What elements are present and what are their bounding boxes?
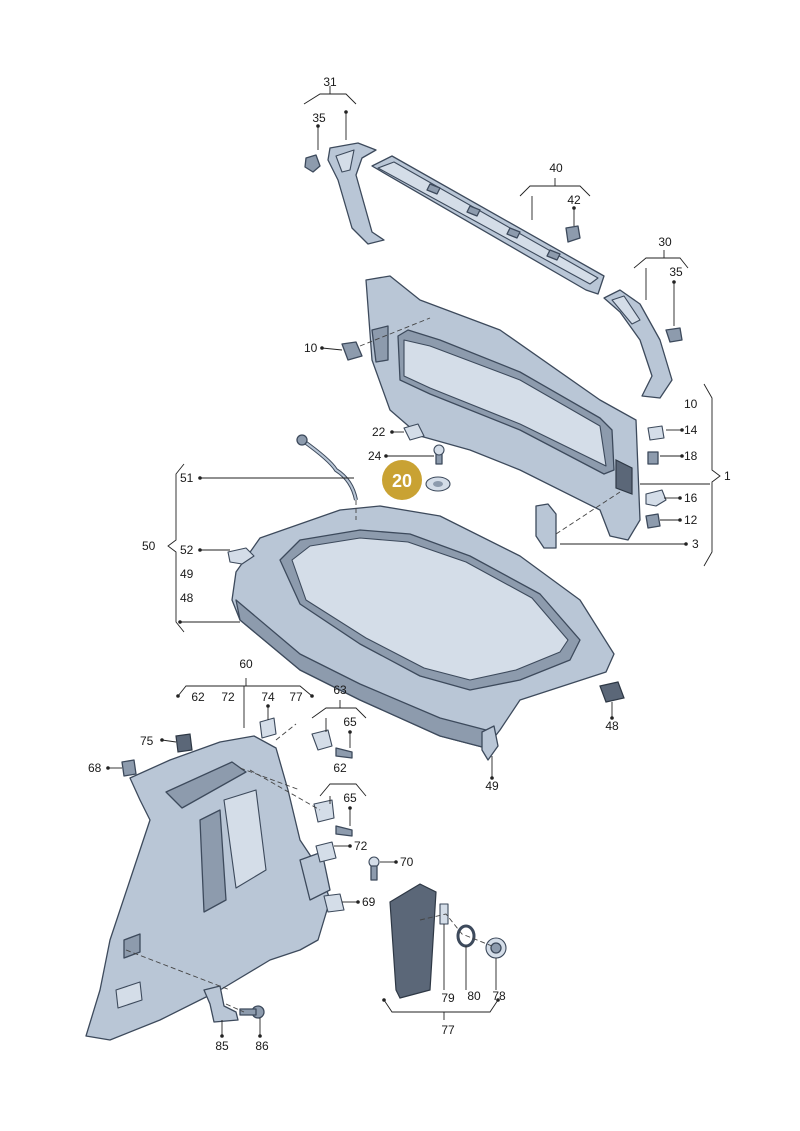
label-85: 85 (215, 1039, 229, 1053)
bracket-48[interactable] (599, 681, 625, 703)
cable-51[interactable] (296, 434, 358, 501)
label-18: 18 (684, 449, 698, 463)
cover-77[interactable] (389, 883, 437, 999)
cap-78[interactable] (485, 937, 507, 959)
label-3: 3 (692, 537, 699, 551)
pillar-trim-31[interactable] (327, 142, 385, 245)
support-49[interactable] (481, 725, 499, 761)
label-24: 24 (368, 449, 382, 463)
label-80: 80 (467, 989, 481, 1003)
label-1: 1 (724, 469, 731, 483)
label-35-left: 35 (312, 111, 326, 125)
label-78: 78 (492, 989, 506, 1003)
parcel-shelf[interactable] (231, 505, 615, 749)
clip-12[interactable] (645, 513, 661, 529)
label-77-bottom: 77 (441, 1023, 455, 1037)
label-69: 69 (362, 895, 376, 909)
label-75: 75 (140, 734, 154, 748)
tailgate-trim-panel[interactable] (365, 275, 641, 541)
clip-68[interactable] (121, 759, 137, 777)
leader-lines (108, 86, 721, 1036)
label-65-lower: 65 (343, 791, 357, 805)
label-60: 60 (239, 657, 253, 671)
cover-3[interactable] (535, 503, 557, 549)
label-70: 70 (400, 855, 414, 869)
label-63: 63 (333, 683, 347, 697)
part-labels: 31 35 40 42 30 35 10 10 14 18 1 16 12 3 … (88, 75, 731, 1053)
screw-24[interactable] (433, 444, 445, 465)
bracket-85[interactable] (203, 985, 239, 1023)
label-40: 40 (549, 161, 563, 175)
side-trim-panel[interactable] (85, 735, 331, 1041)
label-52: 52 (180, 543, 194, 557)
label-68: 68 (88, 761, 102, 775)
assembly-lines (125, 317, 621, 1013)
clip-14[interactable] (647, 425, 665, 441)
clip-18[interactable] (647, 451, 659, 465)
label-51: 51 (180, 471, 194, 485)
label-31: 31 (323, 75, 337, 89)
label-72-mid: 72 (354, 839, 368, 853)
label-65-upper: 65 (343, 715, 357, 729)
highlight-label: 20 (392, 471, 412, 491)
clip-72-lower[interactable] (315, 841, 337, 863)
label-62-top: 62 (191, 690, 205, 704)
clip-35-right[interactable] (665, 327, 683, 343)
clip-35-left[interactable] (304, 154, 321, 173)
label-10-left: 10 (304, 341, 318, 355)
label-22: 22 (372, 425, 386, 439)
label-16: 16 (684, 491, 698, 505)
label-30: 30 (658, 235, 672, 249)
screw-86[interactable] (239, 1005, 265, 1019)
label-79: 79 (441, 991, 455, 1005)
clip-42[interactable] (565, 225, 581, 243)
upper-trim-40[interactable] (371, 155, 605, 295)
bracket-52[interactable] (227, 547, 255, 565)
clip-10[interactable] (341, 341, 363, 361)
label-49-left: 49 (180, 567, 194, 581)
label-10-right: 10 (684, 397, 698, 411)
pillar-trim-30[interactable] (603, 289, 673, 399)
label-14: 14 (684, 423, 698, 437)
nut-20[interactable] (425, 476, 451, 492)
clip-62-upper[interactable] (311, 729, 333, 751)
clip-75[interactable] (175, 733, 193, 753)
clip-22[interactable] (403, 423, 425, 441)
label-35-right: 35 (669, 265, 683, 279)
label-49-bottom: 49 (485, 779, 499, 793)
clip-69[interactable] (323, 893, 345, 913)
handle-16[interactable] (645, 489, 667, 507)
label-48-right: 48 (605, 719, 619, 733)
screw-65-upper[interactable] (335, 747, 353, 759)
screw-70[interactable] (368, 856, 380, 881)
label-74: 74 (261, 690, 275, 704)
label-42: 42 (567, 193, 581, 207)
label-86: 86 (255, 1039, 269, 1053)
label-77-top: 77 (289, 690, 303, 704)
label-48-left: 48 (180, 591, 194, 605)
label-12: 12 (684, 513, 698, 527)
label-72-top: 72 (221, 690, 235, 704)
label-50: 50 (142, 539, 156, 553)
leader-dots (106, 110, 688, 1038)
clip-72-mid[interactable] (313, 799, 335, 823)
label-62-mid: 62 (333, 761, 347, 775)
screw-65-lower[interactable] (335, 825, 353, 837)
highlight-badge-20[interactable]: 20 (382, 460, 422, 500)
clip-74[interactable] (259, 717, 277, 739)
